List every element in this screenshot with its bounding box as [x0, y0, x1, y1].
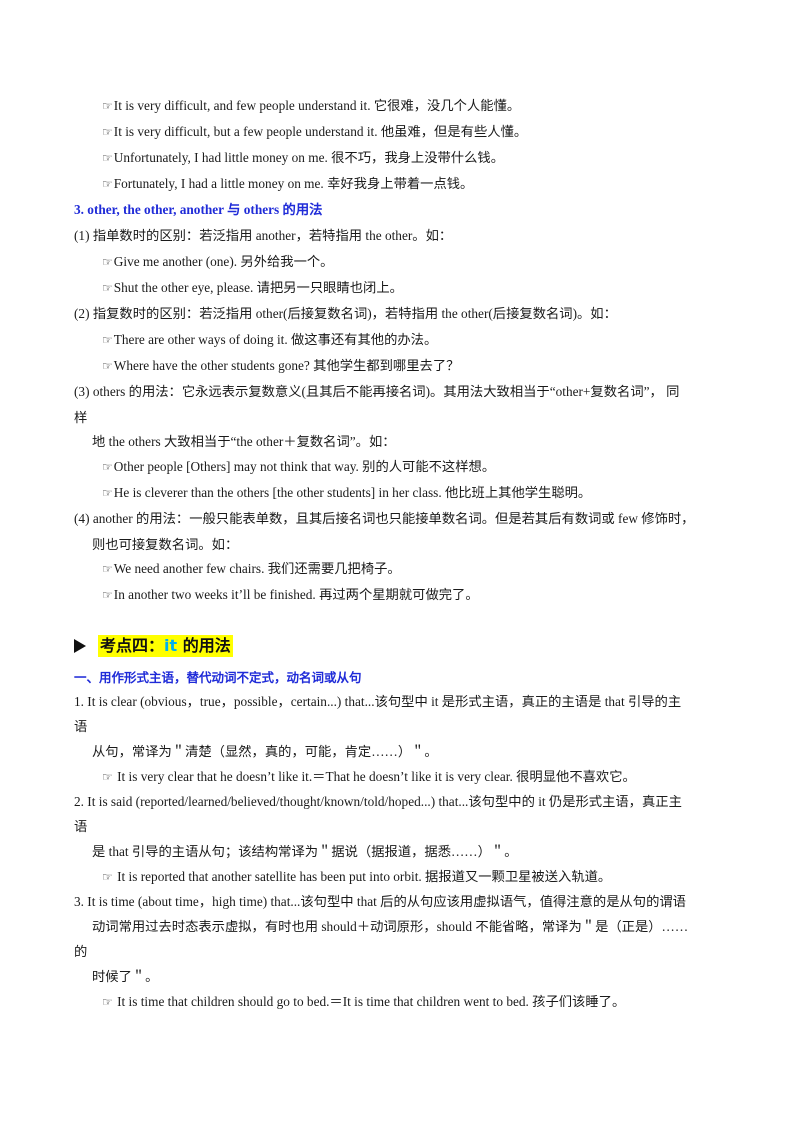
example-line: ☞He is cleverer than the others [the oth… [102, 485, 592, 500]
pointing-hand-icon: ☞ [102, 995, 113, 1009]
example-line: ☞Where have the other students gone? 其他学… [102, 358, 460, 373]
section-heading: 考点四：it 的用法 [74, 634, 233, 658]
example-line: ☞Fortunately, I had a little money on me… [102, 176, 474, 191]
point-1-text-cont: 语 [74, 719, 88, 734]
arrow-bullet-icon [74, 639, 86, 653]
item-4-text-cont: 则也可接复数名词。如： [92, 537, 239, 552]
example-line: ☞Shut the other eye, please. 请把另一只眼睛也闭上。 [102, 280, 403, 295]
point-2-text: 2. It is said (reported/learned/believed… [74, 794, 682, 809]
pointing-hand-icon: ☞ [102, 177, 113, 191]
subheading-other-usage: 3. other, the other, another 与 others 的用… [74, 202, 323, 217]
pointing-hand-icon: ☞ [102, 359, 113, 373]
point-1-text-cont: 从句，常译为＂清楚（显然，真的，可能，肯定……）＂。 [92, 744, 438, 759]
pointing-hand-icon: ☞ [102, 281, 113, 295]
point-3-text: 3. It is time (about time，high time) tha… [74, 894, 686, 909]
example-line: ☞Give me another (one). 另外给我一个。 [102, 254, 334, 269]
example-line: ☞It is very difficult, and few people un… [102, 98, 521, 113]
point-2-text-cont: 是 that 引导的主语从句；该结构常译为＂据说（据报道，据悉……）＂。 [92, 844, 518, 859]
point-3-text-cont: 动词常用过去时态表示虚拟，有时也用 should＋动词原形，should 不能省… [92, 919, 689, 934]
example-line: ☞It is very difficult, but a few people … [102, 124, 528, 139]
item-3-text: (3) others 的用法：它永远表示复数意义(且其后不能再接名词)。其用法大… [74, 384, 680, 399]
item-4-text: (4) another 的用法：一般只能表单数，且其后接名词也只能接单数名词。但… [74, 511, 695, 526]
pointing-hand-icon: ☞ [102, 486, 113, 500]
point-3-text-cont: 的 [74, 944, 88, 959]
point-1-text: 1. It is clear (obvious，true，possible，ce… [74, 694, 682, 709]
example-line: ☞In another two weeks it’ll be finished.… [102, 587, 479, 602]
pointing-hand-icon: ☞ [102, 870, 113, 884]
pointing-hand-icon: ☞ [102, 460, 113, 474]
point-3-text-cont: 时候了＂。 [92, 969, 159, 984]
example-line: ☞Unfortunately, I had little money on me… [102, 150, 504, 165]
subheading-formal-subject: 一、用作形式主语，替代动词不定式，动名词或从句 [74, 670, 362, 685]
pointing-hand-icon: ☞ [102, 99, 113, 113]
pointing-hand-icon: ☞ [102, 151, 113, 165]
pointing-hand-icon: ☞ [102, 125, 113, 139]
section-title: 考点四：it 的用法 [98, 635, 233, 657]
example-line: ☞Other people [Others] may not think tha… [102, 459, 496, 474]
pointing-hand-icon: ☞ [102, 562, 113, 576]
example-line: ☞ It is reported that another satellite … [102, 869, 612, 884]
pointing-hand-icon: ☞ [102, 770, 113, 784]
example-line: ☞ It is time that children should go to … [102, 994, 626, 1009]
example-line: ☞There are other ways of doing it. 做这事还有… [102, 332, 438, 347]
item-1-text: (1) 指单数时的区别：若泛指用 another，若特指用 the other。… [74, 228, 453, 243]
item-3-text-cont: 样 [74, 410, 88, 425]
pointing-hand-icon: ☞ [102, 255, 113, 269]
pointing-hand-icon: ☞ [102, 333, 113, 347]
item-3-text-cont: 地 the others 大致相当于“the other＋复数名词”。如： [92, 434, 396, 449]
point-2-text-cont: 语 [74, 819, 88, 834]
item-2-text: (2) 指复数时的区别：若泛指用 other(后接复数名词)，若特指用 the … [74, 306, 617, 321]
pointing-hand-icon: ☞ [102, 588, 113, 602]
example-line: ☞ It is very clear that he doesn’t like … [102, 769, 636, 784]
example-line: ☞We need another few chairs. 我们还需要几把椅子。 [102, 561, 401, 576]
